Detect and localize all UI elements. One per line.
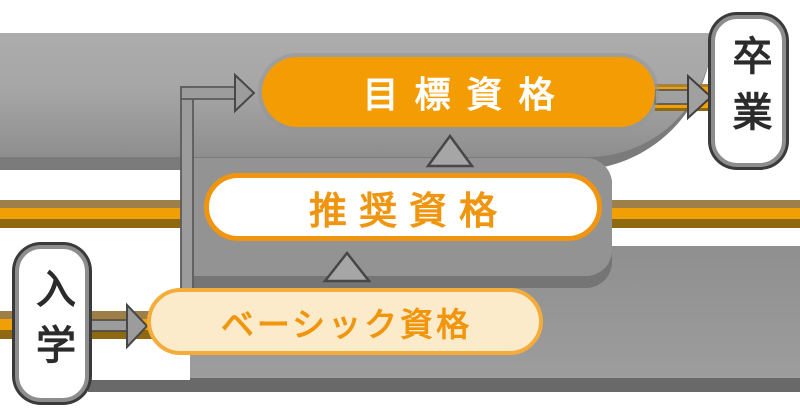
pill-target-label: 目標資格 xyxy=(362,74,571,115)
entry-arrow-shaft xyxy=(90,319,129,332)
entry-box-label: 入学 xyxy=(30,267,74,380)
pill-basic-qualification: ベーシック資格 xyxy=(147,288,543,355)
pill-target-qualification: 目標資格 xyxy=(262,57,655,127)
entry-arrow xyxy=(90,302,149,350)
graduation-box-label: 卒業 xyxy=(726,35,771,147)
connector-vertical-line xyxy=(180,86,194,291)
pill-recommended-label: 推奨資格 xyxy=(308,190,509,233)
graduation-arrow-shaft xyxy=(654,89,692,105)
pill-basic-label: ベーシック資格 xyxy=(220,305,473,343)
entry-box: 入学 xyxy=(15,245,89,402)
pill-recommended-qualification: 推奨資格 xyxy=(204,173,602,241)
connector-arrowhead-icon xyxy=(234,72,256,114)
graduation-box: 卒業 xyxy=(711,15,786,167)
graduation-arrowhead-icon xyxy=(687,73,713,121)
level-up-arrow-recommended-to-target-icon xyxy=(425,133,475,168)
entry-arrowhead-icon xyxy=(126,302,149,350)
step-band-bottom-ledge xyxy=(88,380,190,392)
connector-horizontal-line xyxy=(180,86,236,100)
level-up-arrow-basic-to-recommended-icon xyxy=(322,250,372,283)
graduation-arrow xyxy=(654,73,713,121)
